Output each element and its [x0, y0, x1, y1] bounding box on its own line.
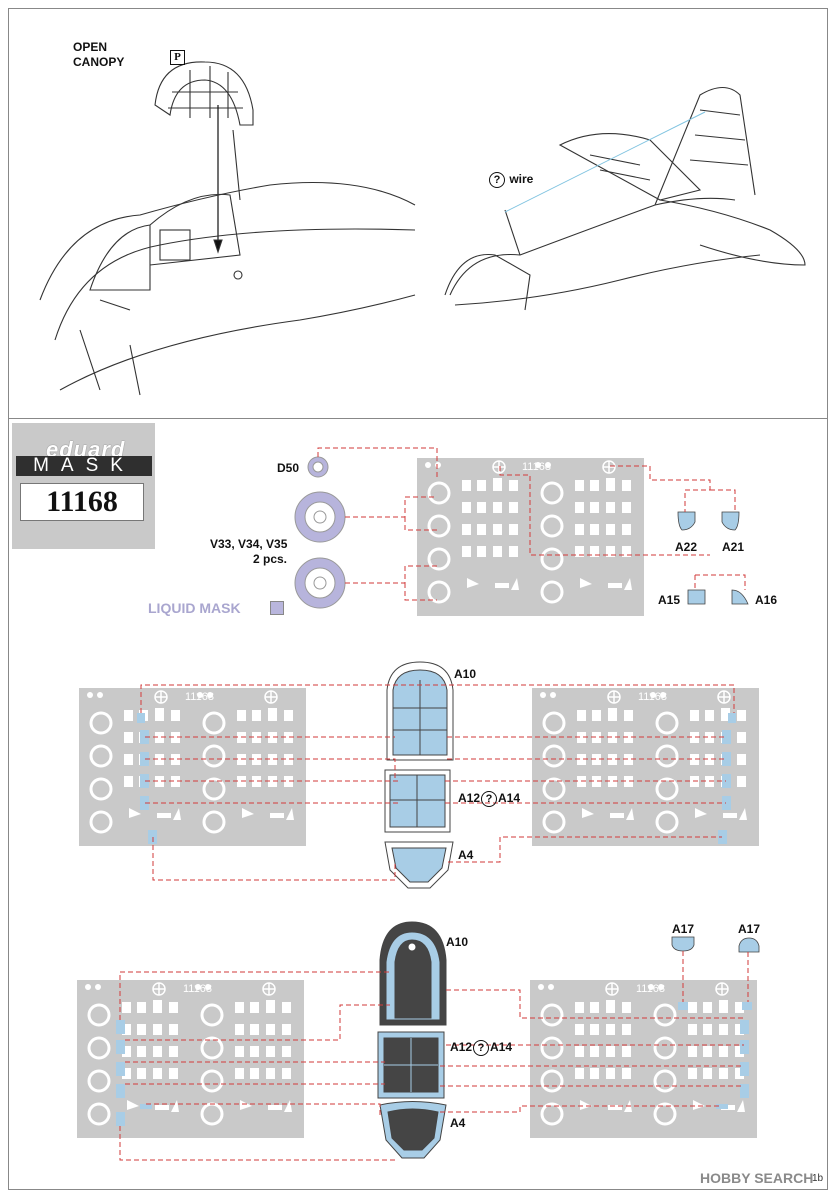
wire-label: wire — [509, 172, 534, 186]
sheet-number-right-2: 11168 — [636, 983, 665, 995]
mask-a21 — [721, 511, 740, 531]
a21-label: A21 — [722, 540, 745, 554]
page-number: 1b — [812, 1173, 824, 1184]
a22-label: A22 — [675, 540, 698, 554]
d50-label: D50 — [277, 461, 300, 475]
sheet-number-left-2: 11168 — [183, 983, 212, 995]
mask-a15 — [687, 589, 706, 605]
d50-wheel-mask — [307, 456, 329, 478]
a12-label: A12 — [450, 1040, 473, 1054]
canopy-a4-dark — [379, 1101, 447, 1159]
mask-a17-left — [671, 936, 695, 952]
question-mark-icon: ? — [481, 791, 498, 807]
aerial-wire-line — [504, 111, 706, 213]
mask-a22 — [677, 511, 696, 531]
a14-label: A14 — [498, 791, 521, 805]
mask-sheet-right-2 — [528, 978, 759, 1140]
a17-label-right: A17 — [738, 922, 761, 936]
canopy-a12-a14-dark — [377, 1031, 445, 1099]
a10-label-2: A10 — [446, 935, 469, 949]
canopy-a12-a14-blue — [384, 769, 451, 833]
product-number: 11168 — [20, 483, 144, 521]
leader-lines-middle — [140, 684, 735, 881]
a4-label-2: A4 — [450, 1116, 466, 1130]
open-canopy-label-line2: CANOPY — [73, 55, 125, 69]
section-divider — [8, 418, 828, 419]
aircraft-tail-drawing — [444, 86, 806, 311]
sheet-number-right-1: 11168 — [638, 691, 667, 703]
photo-etch-p-mark: P — [170, 50, 185, 65]
product-line-label: MASK — [16, 456, 152, 476]
mask-a17-right — [738, 937, 760, 953]
open-canopy-label-line1: OPEN — [73, 40, 108, 54]
sheet-number-left-1: 11168 — [185, 691, 214, 703]
leader-lines-top — [317, 447, 746, 601]
sheet-number-top: 11168 — [522, 461, 551, 473]
a15-label: A15 — [658, 593, 681, 607]
a10-label-1: A10 — [454, 667, 477, 681]
a12-label: A12 — [458, 791, 481, 805]
question-mark-icon: ? — [489, 172, 505, 188]
wire-callout: ? wire — [488, 172, 533, 188]
a12-a14-label-1: A12?A14 — [458, 791, 520, 807]
mask-a16 — [731, 589, 749, 605]
v-parts-label: V33, V34, V35 — [210, 537, 288, 551]
pcs-label: 2 pcs. — [253, 552, 288, 566]
canopy-a10-dark — [379, 921, 447, 1026]
liquid-mask-swatch — [270, 601, 284, 615]
a16-label: A16 — [755, 593, 778, 607]
canopy-a10-blue — [386, 661, 454, 761]
canopy-open-drawing — [39, 61, 416, 396]
page-frame — [8, 8, 828, 1190]
canopy-a4-blue — [384, 841, 454, 889]
liquid-mask-label: LIQUID MASK — [148, 600, 241, 616]
a4-label-1: A4 — [458, 848, 474, 862]
watermark: HOBBY SEARCH — [700, 1170, 814, 1186]
a12-a14-label-2: A12?A14 — [450, 1040, 512, 1056]
mask-sheet-left-1 — [77, 686, 308, 848]
a17-label-left: A17 — [672, 922, 695, 936]
leader-lines-bottom — [119, 951, 749, 1161]
mask-sheet-right-1 — [530, 686, 761, 848]
v33-wheel-mask — [294, 491, 346, 543]
v34-wheel-mask — [294, 557, 346, 609]
a14-label: A14 — [490, 1040, 513, 1054]
question-mark-icon: ? — [473, 1040, 490, 1056]
mask-sheet-left-2 — [75, 978, 306, 1140]
